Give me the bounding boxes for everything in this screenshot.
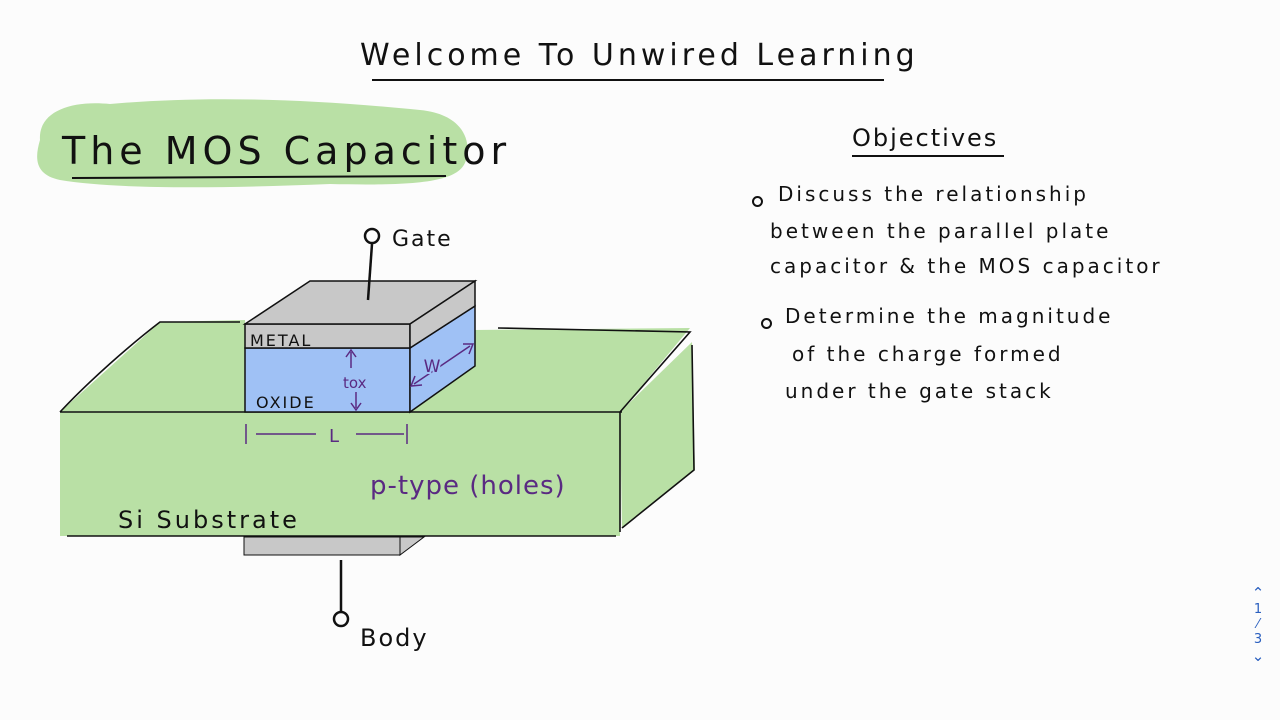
body-contact-slab — [243, 536, 401, 556]
metal-side — [409, 279, 476, 350]
bullet-icon — [761, 318, 772, 329]
w-arrow — [413, 345, 471, 385]
objective-item-2-line-1: Determine the magnitude — [785, 304, 1114, 328]
length-label: L — [329, 426, 339, 447]
diagram-title-underline — [71, 175, 447, 179]
width-label: W — [424, 357, 441, 377]
chevron-down-icon[interactable]: ⌄ — [1251, 647, 1265, 665]
objective-item-2-line-3: under the gate stack — [785, 379, 1054, 403]
objective-item-2-line-2: of the charge formed — [792, 342, 1064, 366]
gate-label: Gate — [392, 227, 453, 252]
oxide-label: OXIDE — [256, 393, 316, 412]
metal-label: METAL — [250, 331, 312, 350]
objectives-underline — [852, 155, 1004, 157]
w-arrowhead-left — [409, 375, 423, 387]
body-contact-side — [399, 536, 426, 556]
substrate-top-face — [60, 320, 690, 412]
page-current: 1 — [1253, 602, 1263, 617]
metal-front — [244, 323, 411, 349]
w-arrowhead-right — [463, 343, 475, 355]
tox-arrowhead-down — [350, 402, 362, 412]
body-label: Body — [360, 624, 429, 652]
substrate-label: Si Substrate — [118, 506, 300, 534]
substrate-front-face — [60, 412, 620, 536]
page-total: 3 — [1253, 632, 1263, 647]
body-terminal-icon — [332, 610, 350, 628]
tox-arrowhead-up — [345, 348, 357, 358]
tox-label: tox — [343, 374, 367, 392]
bullet-icon — [752, 196, 763, 207]
title-underline — [372, 79, 884, 81]
gate-wire — [366, 243, 374, 301]
objective-item-1-line-1: Discuss the relationship — [778, 182, 1089, 206]
objectives-heading: Objectives — [852, 124, 999, 152]
page-navigation: ⌃ 1 ⁄ 3 ⌄ — [1244, 584, 1272, 665]
chevron-up-icon[interactable]: ⌃ — [1251, 584, 1265, 602]
objective-item-1-line-2: between the parallel plate — [770, 219, 1112, 243]
substrate-side-face — [620, 342, 695, 528]
gate-terminal-icon — [363, 227, 381, 245]
page-title: Welcome To Unwired Learning — [360, 38, 919, 73]
p-type-label: p-type (holes) — [370, 471, 566, 501]
diagram-title: The MOS Capacitor — [61, 129, 511, 173]
page-separator: ⁄ — [1256, 617, 1260, 632]
objective-item-1-line-3: capacitor & the MOS capacitor — [770, 254, 1163, 278]
title-highlight — [37, 99, 468, 188]
